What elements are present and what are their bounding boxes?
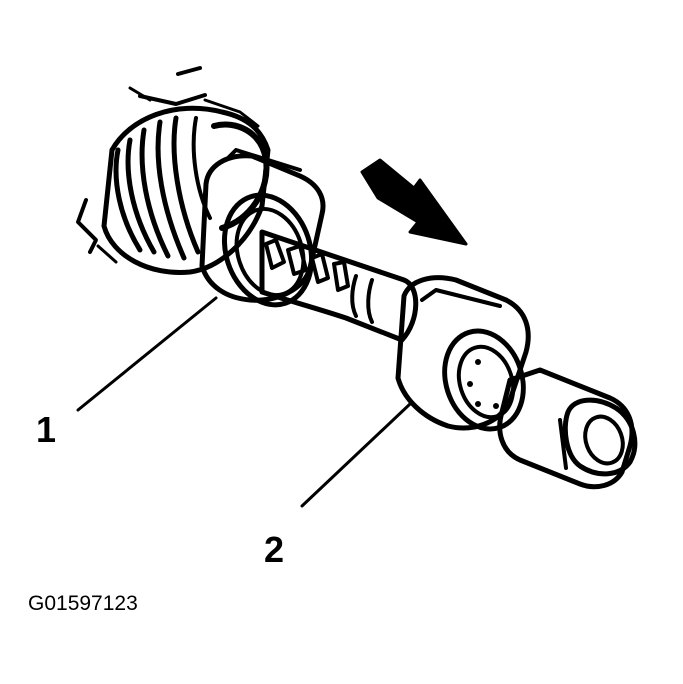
shaft-end bbox=[497, 367, 638, 490]
leader-line-1 bbox=[76, 296, 218, 412]
shaft bbox=[259, 229, 419, 343]
direction-arrow bbox=[360, 158, 468, 246]
component-2-collar bbox=[395, 275, 531, 432]
callout-number-1: 1 bbox=[36, 409, 56, 450]
housing bbox=[76, 66, 271, 276]
component-1-sleeve bbox=[199, 148, 326, 308]
callout-number-2: 2 bbox=[264, 529, 284, 570]
figure-id: G01597123 bbox=[28, 592, 138, 615]
leader-line-2 bbox=[300, 402, 412, 508]
